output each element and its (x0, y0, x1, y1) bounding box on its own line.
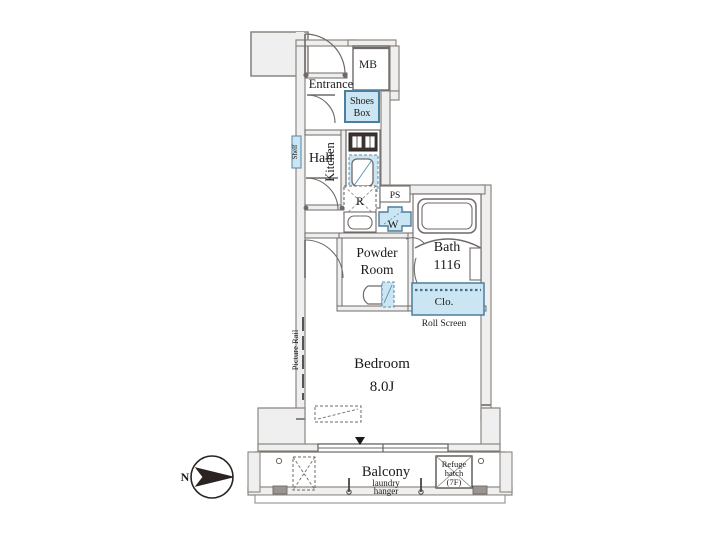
balcony-label: Balcony (362, 464, 411, 480)
laundry-pole-left-base (346, 489, 352, 495)
closet-rect (411, 282, 485, 316)
laundry-hanger-label-2: hanger (374, 486, 399, 496)
picture-rail-label: Picture Rail (290, 329, 300, 370)
bath-leader-line (405, 237, 425, 244)
mb-label: MB (359, 59, 377, 71)
washer-pan-shape (378, 206, 412, 232)
fridge-x-2 (343, 185, 377, 217)
powder-left-wall (336, 232, 343, 312)
hall-hinge-dot-1 (303, 205, 309, 211)
laundry-pole-right-base (418, 489, 424, 495)
hall-bottom-wall (304, 204, 346, 211)
stove-icon (348, 132, 378, 152)
hall-label: Hall (309, 151, 333, 166)
powder-bottom-wall (336, 305, 413, 312)
refuge-label-3: (7F) (447, 477, 462, 487)
rail-block-right (472, 485, 488, 495)
powder-room-door (304, 239, 344, 279)
entrance-hall-divider (304, 129, 344, 136)
bath-cabinet (469, 247, 482, 281)
balcony-right-wall (499, 451, 513, 493)
refuge-hatch: Refuge hatch (7F) (435, 455, 473, 489)
refuge-label-1: Refuge (442, 459, 467, 469)
balcony-drain-right (477, 457, 485, 465)
compass-north-label: N (181, 470, 190, 484)
entrance-door-arc (304, 33, 346, 75)
powder-entry-stub (304, 232, 340, 239)
sink-icon (348, 154, 379, 192)
kitchen-label: Kitchen (323, 141, 337, 181)
misc-structure (296, 404, 491, 420)
compass-rose: N (181, 455, 234, 499)
ps-shaft: PS (379, 185, 411, 203)
sink-diagonal (352, 159, 373, 188)
refrigerator-icon: R (343, 185, 377, 217)
washer-pan: W (378, 206, 412, 232)
refuge-label-2: hatch (445, 468, 464, 478)
mb-closet-box (352, 45, 390, 91)
balcony-rail-lower (254, 494, 506, 504)
door-hinge-dot-1 (303, 72, 309, 78)
powder-room-label-1: Powder (356, 245, 398, 260)
powder-top-wall (336, 232, 413, 239)
bedroom-floor-dashed-box (314, 405, 362, 423)
toilet-icon (362, 281, 395, 308)
bedroom-area-label: 8.0J (370, 379, 395, 395)
mb-top-wall (347, 39, 397, 47)
compass-needle (194, 467, 234, 487)
powder-door-arc (304, 239, 344, 279)
bath-vanity-curve (414, 238, 482, 249)
ac-outdoor-unit (292, 456, 316, 491)
balcony-drain-left (275, 457, 283, 465)
washer-label: W (388, 219, 399, 231)
ac-x-1 (292, 456, 316, 491)
entrance-main-door (304, 33, 346, 75)
refuge-x-2 (435, 455, 473, 489)
shoes-box-rect (344, 90, 380, 123)
roll-screen-label: Roll Screen (422, 319, 467, 329)
ac-x-2 (292, 456, 316, 491)
balcony-left-wall (247, 451, 261, 493)
shoes-box: Shoes Box (344, 90, 380, 123)
dashed-box-diag (317, 408, 359, 420)
closet: Clo. (411, 282, 485, 316)
kitchen-right-wall (380, 90, 391, 190)
dashed-box (314, 405, 362, 423)
bedroom-label: Bedroom (354, 356, 410, 372)
hall-bedroom-door (305, 177, 339, 211)
shoes-box-label-1: Shoes (350, 96, 374, 107)
ps-box (379, 185, 411, 203)
mb-right-wall (389, 45, 400, 92)
shelf-label: Shelf (291, 144, 299, 159)
toilet-diag (383, 284, 393, 304)
washer-diag (383, 209, 405, 225)
ps-label: PS (390, 191, 401, 201)
hall-hinge-dot-2 (339, 205, 345, 211)
entrance-label: Entrance (309, 77, 354, 91)
closet-label: Clo. (435, 296, 454, 308)
picture-rail: Picture Rail (290, 317, 304, 400)
shelf-fixture: Shelf (291, 135, 302, 169)
entrance-inner-door (306, 94, 336, 124)
rail-block-left (272, 485, 288, 495)
refrigerator-label: R (356, 196, 364, 208)
shelf-rect (291, 135, 302, 169)
powder-room-label-2: Room (360, 262, 394, 277)
direction-marker-triangle (355, 437, 365, 445)
vanity-basin (343, 211, 377, 233)
notch-2 (481, 404, 491, 406)
bathtub-inner (421, 202, 473, 230)
laundry-hanger-label-1: laundry (372, 478, 400, 488)
bath-label-1: Bath (434, 240, 460, 255)
mb-closet: MB (352, 45, 390, 91)
bath-label-2: 1116 (434, 258, 461, 273)
notch-1 (296, 418, 305, 420)
shoes-box-label-2: Box (354, 108, 371, 119)
toilet-bowl (362, 285, 383, 305)
door-hinge-dot-2 (342, 72, 348, 78)
vanity-bowl (347, 215, 373, 230)
